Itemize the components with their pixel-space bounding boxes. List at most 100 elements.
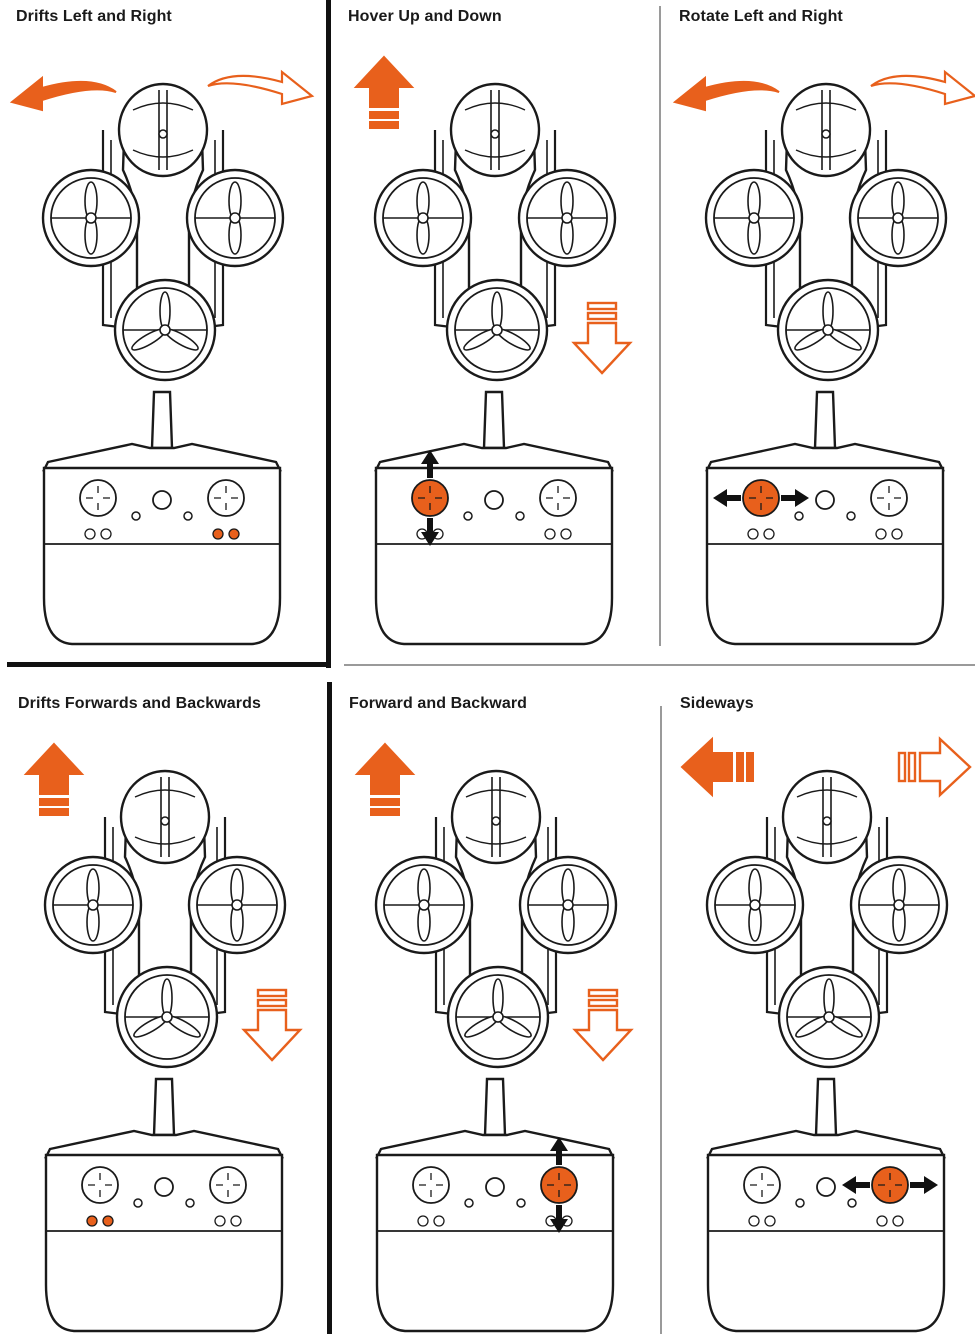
trim-button — [875, 528, 887, 540]
trim-button — [433, 1215, 445, 1227]
curved-arrow-right-icon — [870, 69, 975, 106]
arrow-left-icon — [680, 736, 754, 798]
remote-controller — [374, 390, 614, 646]
right-stick — [540, 1166, 578, 1204]
arrow-right-icon — [897, 736, 972, 798]
antenna — [482, 390, 506, 450]
power-button — [815, 490, 835, 510]
arrow-down-icon — [421, 518, 439, 546]
curved-arrow-right-icon — [207, 69, 315, 106]
arrow-down-icon — [550, 1205, 568, 1233]
trim-button — [876, 1215, 888, 1227]
divider-horizontal — [344, 664, 975, 666]
left-stick — [411, 479, 449, 517]
drone — [374, 769, 618, 1069]
left-stick — [412, 1166, 450, 1204]
trim-button — [212, 528, 224, 540]
panel-drifts-left-right: Drifts Left and Right — [0, 0, 320, 655]
trim-button — [86, 1215, 98, 1227]
curved-arrow-left-icon — [9, 75, 117, 112]
trim-button — [544, 528, 556, 540]
trim-button — [84, 528, 96, 540]
arrow-left-icon — [713, 489, 741, 507]
power-button — [154, 1177, 174, 1197]
rotor-left — [374, 855, 474, 955]
rotor-left — [41, 168, 141, 268]
arrow-left-icon — [842, 1176, 870, 1194]
right-stick — [207, 479, 245, 517]
panel-illustration — [354, 742, 634, 1333]
rotor-left — [43, 855, 143, 955]
trim-button — [892, 1215, 904, 1227]
divider-top-right — [659, 6, 661, 646]
remote-controller — [44, 1077, 284, 1333]
panel-rotate-left-right: Rotate Left and Right — [663, 0, 975, 655]
drone — [705, 769, 949, 1069]
remote-controller — [705, 390, 945, 646]
panel-illustration — [23, 742, 303, 1333]
rotor-right — [848, 168, 948, 268]
drone — [704, 82, 948, 382]
arrow-down-icon — [241, 988, 303, 1062]
left-stick — [81, 1166, 119, 1204]
rotor-left — [705, 855, 805, 955]
trim-button — [228, 528, 240, 540]
arrow-right-icon — [910, 1176, 938, 1194]
trim-button — [764, 1215, 776, 1227]
arrow-up-icon — [421, 450, 439, 478]
rotor-right — [187, 855, 287, 955]
rotor-rear — [113, 278, 217, 382]
curved-arrow-left-icon — [672, 75, 780, 112]
rotor-left — [704, 168, 804, 268]
panel-drifts-forwards-backwards: Drifts Forwards and Backwards — [2, 687, 322, 1342]
trim-button — [214, 1215, 226, 1227]
remote-controller — [706, 1077, 946, 1333]
rotor-rear — [777, 965, 881, 1069]
right-stick — [870, 479, 908, 517]
trim-button — [763, 528, 775, 540]
panel-illustration — [9, 69, 315, 646]
panel-sideways: Sideways — [664, 687, 975, 1342]
power-button — [816, 1177, 836, 1197]
panel-title: Forward and Backward — [349, 695, 528, 712]
antenna — [152, 1077, 176, 1137]
panel-illustration — [672, 69, 975, 646]
right-stick — [539, 479, 577, 517]
panel-title: Hover Up and Down — [348, 8, 502, 25]
trim-button — [748, 1215, 760, 1227]
remote-controller — [42, 390, 282, 646]
arrow-up-icon — [353, 55, 415, 129]
drone — [41, 82, 285, 382]
left-stick — [743, 1166, 781, 1204]
left-stick — [79, 479, 117, 517]
arrow-down-icon — [572, 988, 634, 1062]
rotor-rear — [776, 278, 880, 382]
power-button — [485, 1177, 505, 1197]
antenna — [813, 390, 837, 450]
rotor-right — [849, 855, 949, 955]
panel-title: Sideways — [680, 695, 754, 712]
rotor-rear — [115, 965, 219, 1069]
panel-forward-backward: Forward and Backward — [333, 687, 653, 1342]
rotor-right — [517, 168, 617, 268]
remote-controller — [375, 1077, 615, 1333]
panel-title: Rotate Left and Right — [679, 8, 843, 25]
power-button — [484, 490, 504, 510]
trim-button — [230, 1215, 242, 1227]
arrow-up-icon — [550, 1137, 568, 1165]
frame-vertical-top — [326, 0, 331, 668]
rotor-rear — [446, 965, 550, 1069]
power-button — [152, 490, 172, 510]
rotor-rear — [445, 278, 549, 382]
trim-button — [417, 1215, 429, 1227]
trim-button — [100, 528, 112, 540]
trim-button — [747, 528, 759, 540]
drone — [43, 769, 287, 1069]
panel-title: Drifts Forwards and Backwards — [18, 695, 261, 712]
panel-illustration — [680, 736, 972, 1333]
panel-hover-up-down: Hover Up and Down — [332, 0, 652, 655]
trim-button — [102, 1215, 114, 1227]
panel-illustration — [353, 55, 633, 646]
frame-vertical-bottom — [327, 682, 332, 1334]
right-stick — [209, 1166, 247, 1204]
